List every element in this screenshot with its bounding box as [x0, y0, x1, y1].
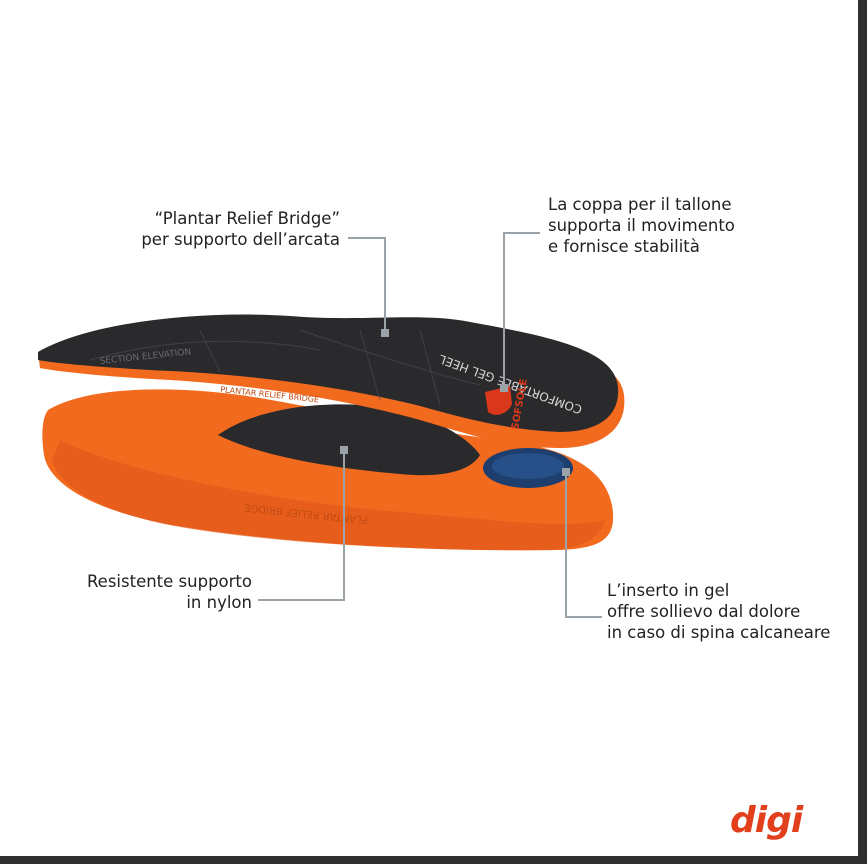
leader-heel — [503, 232, 540, 388]
leader-gel — [565, 472, 602, 618]
frame-border-right — [858, 0, 867, 864]
leader-nylon — [258, 450, 345, 601]
digi-logo: digi — [730, 800, 805, 840]
callout-nylon-support: Resistente supporto in nylon — [86, 572, 252, 612]
top-insole-surface — [38, 314, 619, 432]
brand-shield-icon — [485, 386, 512, 415]
nylon-shell-shade — [52, 440, 605, 551]
callout-gel-insert: L’inserto in gel offre sollievo dal dolo… — [607, 581, 831, 642]
callout-heel-cup: La coppa per il tallone supporta il movi… — [548, 195, 735, 256]
callout-arch-bridge: “Plantar Relief Bridge” per supporto del… — [141, 209, 340, 249]
leader-arch — [348, 237, 386, 333]
arch-plate — [218, 404, 480, 476]
logo-text: digi — [730, 800, 804, 840]
frame-border-bottom — [0, 856, 867, 864]
